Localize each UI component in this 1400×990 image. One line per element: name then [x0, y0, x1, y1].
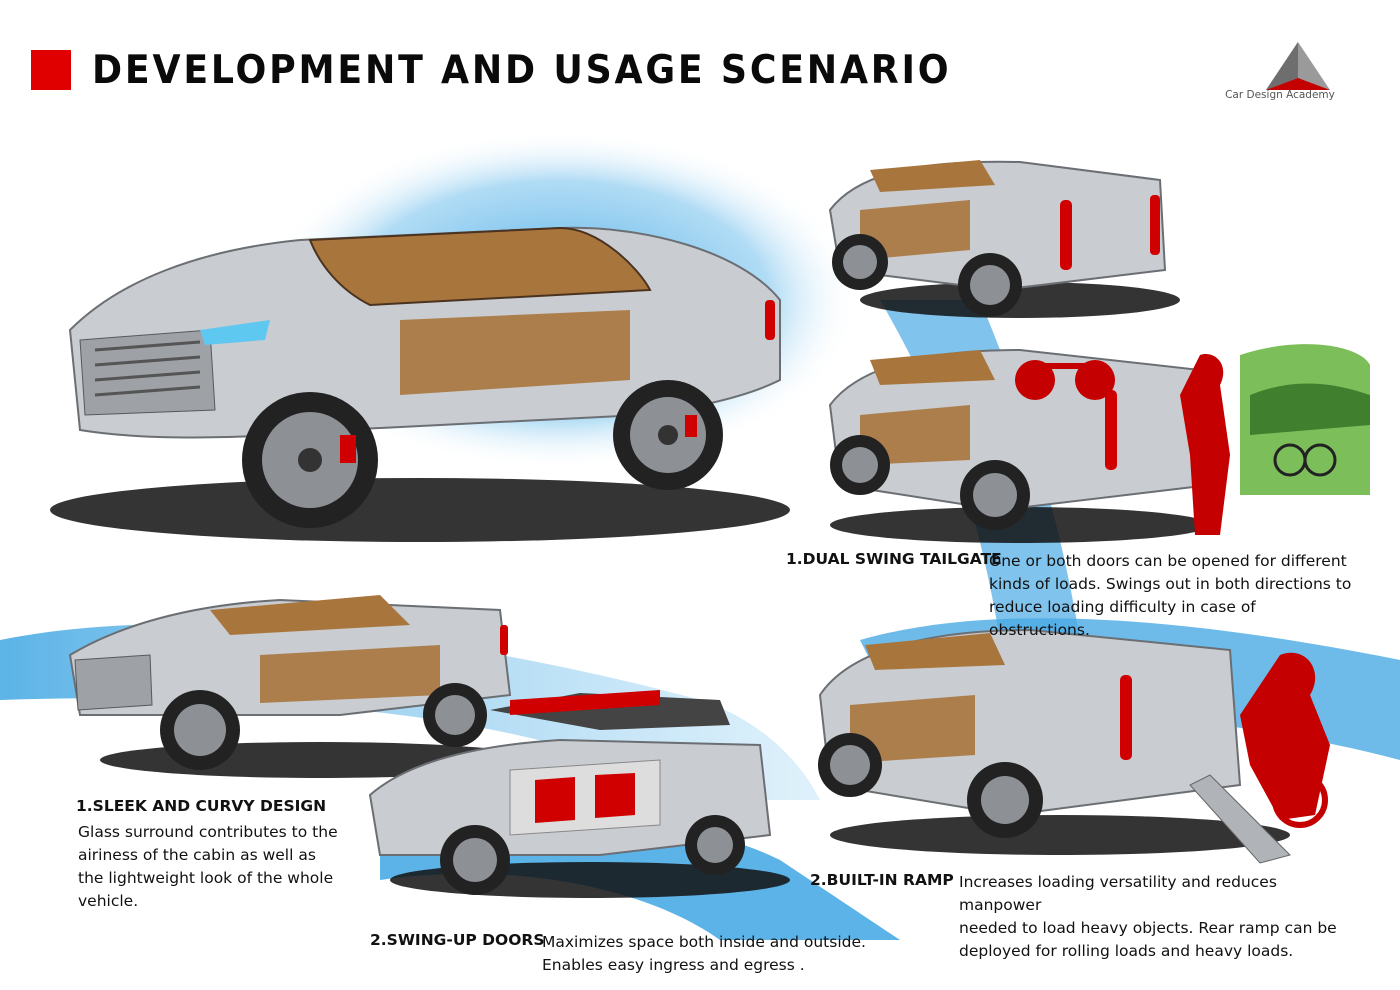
rear-view-truck-illustration [828, 160, 1180, 318]
dual-swing-tailgate-illustration [828, 344, 1370, 543]
page-title: DEVELOPMENT AND USAGE SCENARIO [92, 48, 952, 93]
logo-text: Car Design Academy [1225, 89, 1335, 101]
car-design-academy-logo [1266, 42, 1330, 90]
built-in-ramp-illustration [818, 628, 1330, 864]
swing-up-doors-heading: 2.SWING-UP DOORS [370, 931, 545, 949]
swing-up-doors-illustration [368, 690, 790, 898]
swing-up-doors-description: Maximizes space both inside and outside.… [542, 933, 866, 974]
sleek-design-description: Glass surround contributes to the airine… [78, 823, 338, 910]
dual-swing-tailgate-heading: 1.DUAL SWING TAILGATE [786, 550, 1002, 568]
built-in-ramp-heading: 2.BUILT-IN RAMP [810, 871, 954, 889]
dual-swing-tailgate-description: One or both doors can be opened for diff… [989, 552, 1352, 639]
title-marker [31, 50, 71, 90]
sleek-design-heading: 1.SLEEK AND CURVY DESIGN [76, 797, 327, 815]
hero-truck-illustration [50, 226, 790, 542]
built-in-ramp-description: Increases loading versatility and reduce… [959, 873, 1337, 960]
